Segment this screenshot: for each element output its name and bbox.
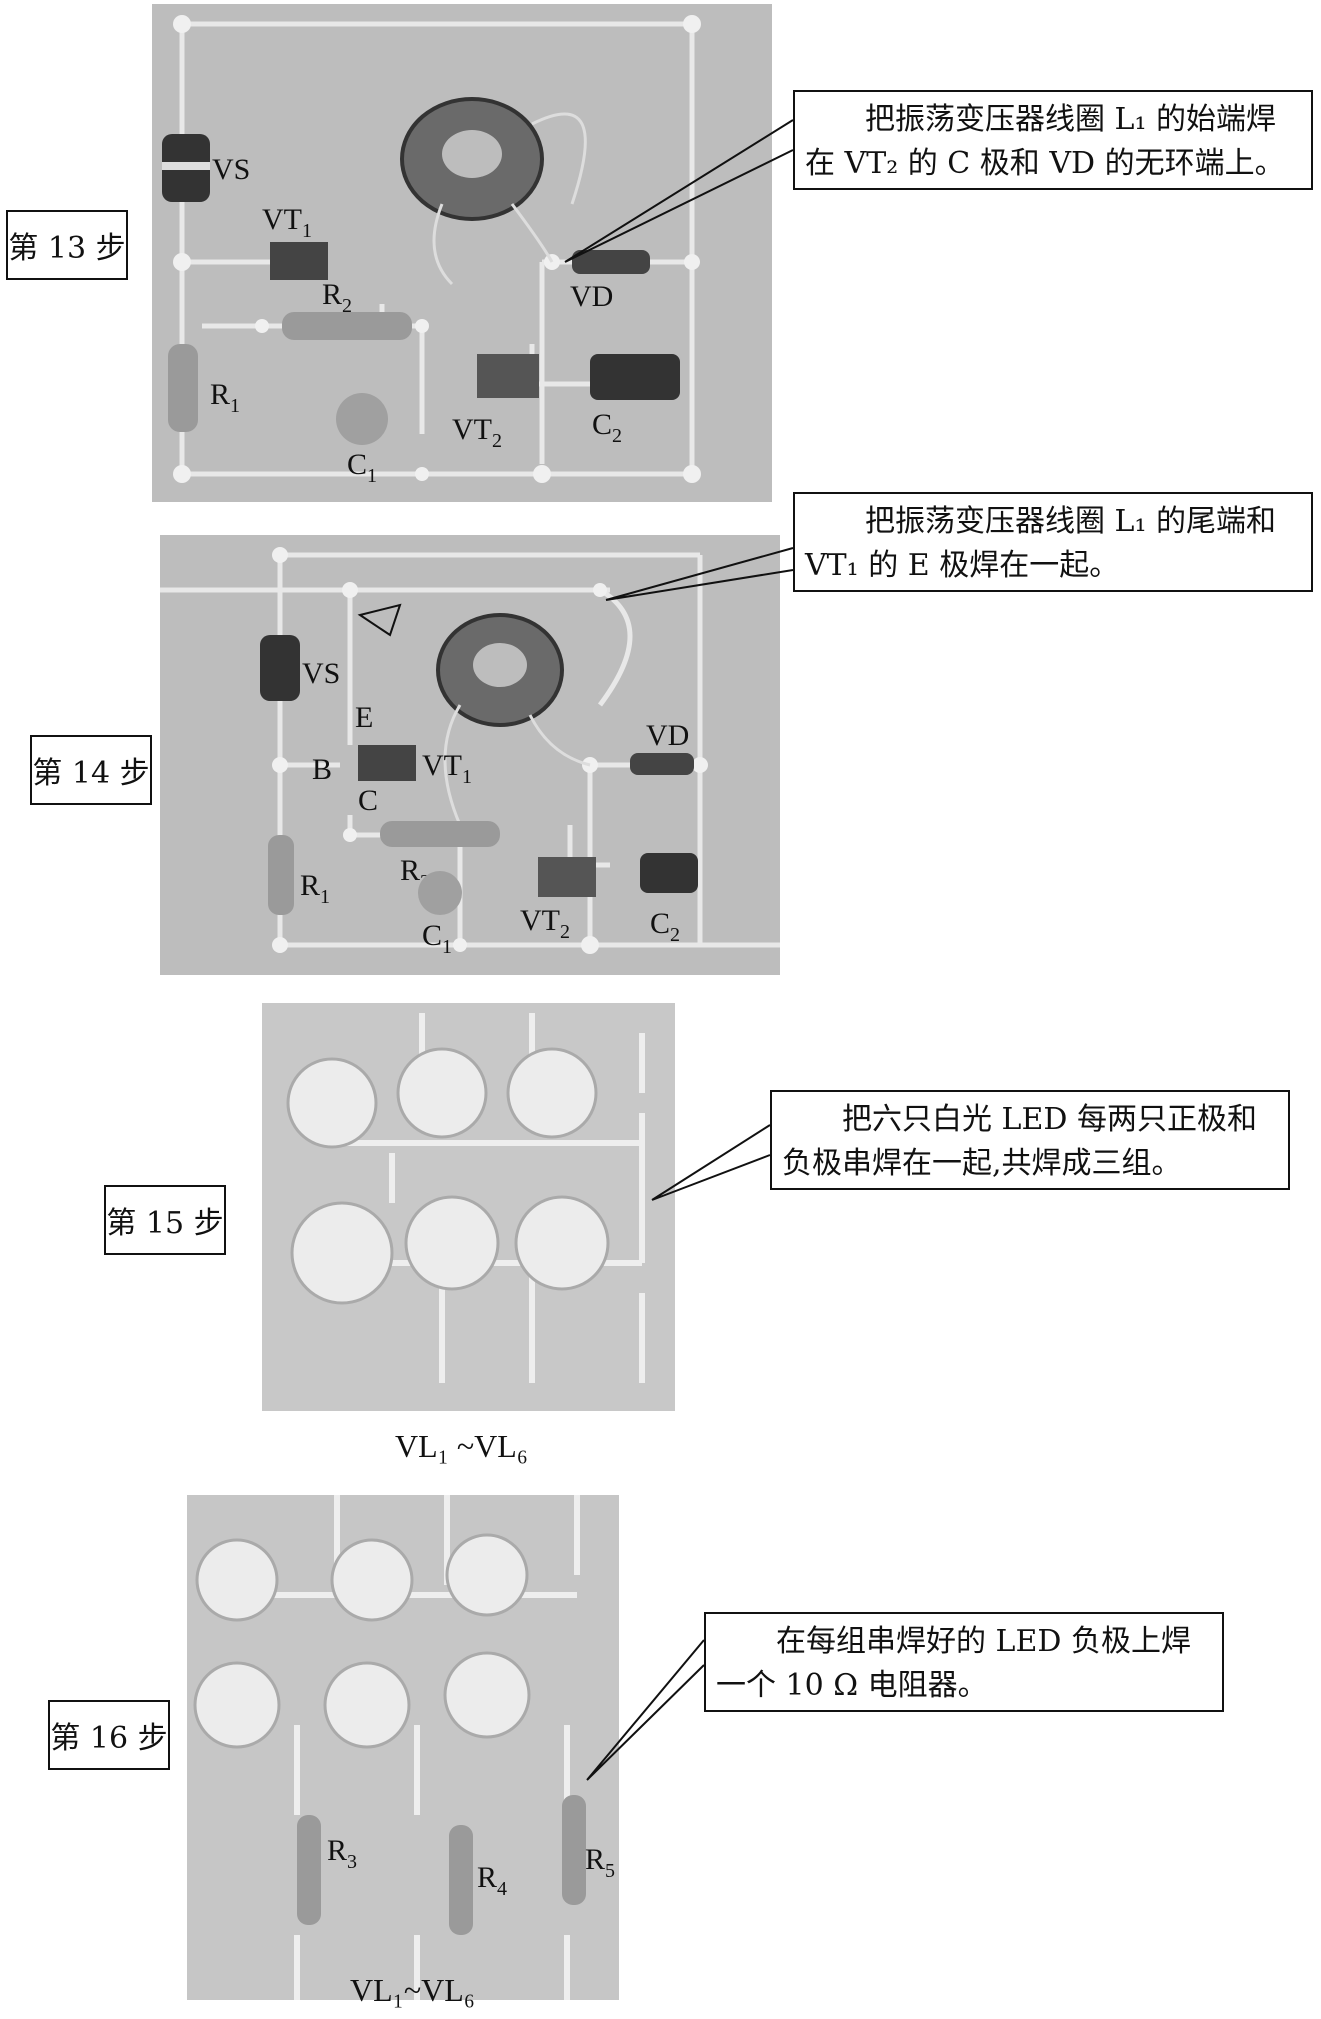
- step-14-circuit-drawing: VS E VT1 B C R2 R1 C1 VT2 C2 VD: [160, 547, 780, 958]
- step-16-led-photo: R3 R4 R5: [187, 1495, 619, 2000]
- step-13-circuit-drawing: VS VT1 R2 R1 C1 VT2 C2 VD: [162, 15, 701, 487]
- vd-diode: [630, 753, 694, 775]
- r1-resistor: [168, 344, 198, 432]
- vt2-transistor: [538, 857, 596, 897]
- led-2: [396, 1047, 488, 1139]
- led-1: [286, 1057, 378, 1149]
- led-3: [445, 1533, 529, 1617]
- step-15-callout: 把六只白光 LED 每两只正极和负极串焊在一起,共焊成三组。: [770, 1090, 1290, 1190]
- c2-label: C2: [592, 408, 622, 447]
- e-pin-label: E: [355, 701, 373, 734]
- c1-label: C1: [347, 448, 377, 487]
- step-15-caption: VL₁ ~VL₆: [395, 1428, 528, 1464]
- led-array: [286, 1047, 610, 1305]
- led-3: [506, 1047, 598, 1139]
- vd-diode: [572, 250, 650, 274]
- vd-label: VD: [646, 719, 689, 752]
- b-pin-label: B: [312, 753, 332, 786]
- r1-label: R1: [300, 869, 330, 908]
- c2-label: C2: [650, 907, 680, 946]
- r3-resistor: [297, 1815, 321, 1925]
- step-13-callout: 把振荡变压器线圈 L₁ 的始端焊在 VT₂ 的 C 极和 VD 的无环端上。: [793, 90, 1313, 190]
- vs-label: VS: [302, 657, 340, 690]
- vt2-transistor: [477, 354, 539, 398]
- c-pin-label: C: [358, 784, 378, 817]
- vt1-transistor: [270, 242, 328, 280]
- c1-label: C1: [422, 919, 452, 958]
- c1-capacitor: [336, 393, 388, 445]
- led-1: [195, 1538, 279, 1622]
- step-13-circuit-photo: VS VT1 R2 R1 C1 VT2 C2 VD: [152, 4, 772, 502]
- step-14-label: 第 14 步: [30, 735, 152, 805]
- led-5: [404, 1195, 500, 1291]
- vt2-label: VT2: [452, 413, 502, 452]
- step-14-circuit-photo: VS E VT1 B C R2 R1 C1 VT2 C2 VD: [160, 535, 780, 975]
- triangle-marker: [357, 603, 402, 637]
- step-16-caption: VL₁~VL₆: [350, 1972, 475, 2008]
- led-6: [443, 1651, 531, 1739]
- vt1-label: VT1: [422, 749, 472, 788]
- c2-capacitor: [640, 853, 698, 893]
- led-5: [323, 1661, 411, 1749]
- r5-label: R5: [585, 1843, 615, 1882]
- vt1-transistor: [358, 745, 416, 781]
- r4-resistor: [449, 1825, 473, 1935]
- vs-label: VS: [212, 153, 250, 186]
- r2-resistor: [282, 312, 412, 340]
- step-16-led-drawing: R3 R4 R5: [193, 1495, 615, 2000]
- vd-label: VD: [570, 280, 613, 313]
- led-4: [290, 1201, 394, 1305]
- c1-capacitor: [418, 871, 462, 915]
- led-6: [514, 1195, 610, 1291]
- c2-capacitor: [590, 354, 680, 400]
- step-15-led-drawing: [286, 1013, 645, 1383]
- vt1-label: VT1: [262, 203, 312, 242]
- step-15-led-photo: [262, 1003, 675, 1411]
- r2-label: R2: [322, 278, 352, 317]
- step-16-callout: 在每组串焊好的 LED 负极上焊一个 10 Ω 电阻器。: [704, 1612, 1224, 1712]
- step-13-label: 第 13 步: [6, 210, 128, 280]
- r1-resistor: [268, 835, 294, 915]
- r4-label: R4: [477, 1861, 507, 1900]
- vt2-label: VT2: [520, 904, 570, 943]
- vs-diode: [260, 635, 300, 701]
- led-array: [193, 1533, 531, 1749]
- r1-label: R1: [210, 378, 240, 417]
- step-15-label: 第 15 步: [104, 1185, 226, 1255]
- r5-resistor: [562, 1795, 586, 1905]
- step-16-label: 第 16 步: [48, 1700, 170, 1770]
- led-2: [330, 1538, 414, 1622]
- r3-label: R3: [327, 1834, 357, 1873]
- step-14-callout: 把振荡变压器线圈 L₁ 的尾端和 VT₁ 的 E 极焊在一起。: [793, 492, 1313, 592]
- led-4: [193, 1661, 281, 1749]
- r2-resistor: [380, 821, 500, 847]
